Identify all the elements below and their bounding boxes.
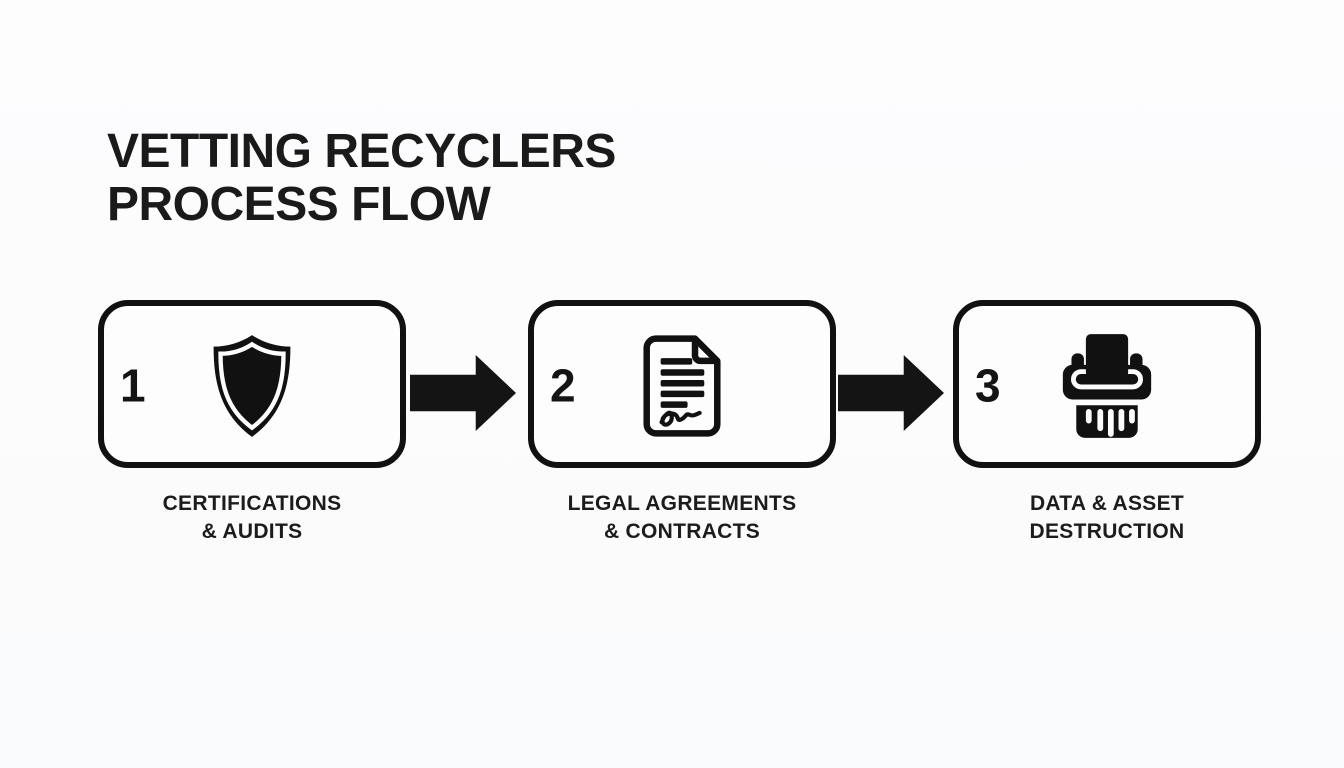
shield-icon bbox=[213, 335, 291, 437]
step-label-3-line1: DATA & ASSET bbox=[1029, 492, 1185, 515]
step-label-3-line2: DESTRUCTION bbox=[1029, 520, 1185, 543]
step-box-2: 2 bbox=[528, 300, 836, 468]
step-label-1-line1: CERTIFICATIONS bbox=[162, 492, 342, 515]
page-title-line2: PROCESS FLOW bbox=[107, 178, 491, 231]
signed-document-icon bbox=[643, 335, 721, 437]
step-label-1-line2: & AUDITS bbox=[201, 520, 303, 543]
page-title-line1: VETTING RECYCLERS bbox=[107, 125, 616, 178]
step-label-1: CERTIFICATIONS & AUDITS bbox=[98, 490, 406, 546]
step-label-2-line1: LEGAL AGREEMENTS bbox=[567, 492, 797, 515]
step-label-3: DATA & ASSET DESTRUCTION bbox=[953, 490, 1261, 546]
shredder-icon bbox=[1062, 334, 1152, 438]
step-label-2: LEGAL AGREEMENTS & CONTRACTS bbox=[528, 490, 836, 546]
page-title: VETTING RECYCLERS PROCESS FLOW bbox=[107, 125, 616, 231]
step-number-2: 2 bbox=[550, 359, 576, 412]
step-number-3: 3 bbox=[975, 359, 1001, 412]
flow-arrow-1 bbox=[410, 355, 516, 431]
step-number-1: 1 bbox=[120, 359, 146, 412]
flow-arrow-2 bbox=[838, 355, 944, 431]
step-box-3: 3 bbox=[953, 300, 1261, 468]
step-label-2-line2: & CONTRACTS bbox=[603, 520, 761, 543]
step-box-1: 1 bbox=[98, 300, 406, 468]
